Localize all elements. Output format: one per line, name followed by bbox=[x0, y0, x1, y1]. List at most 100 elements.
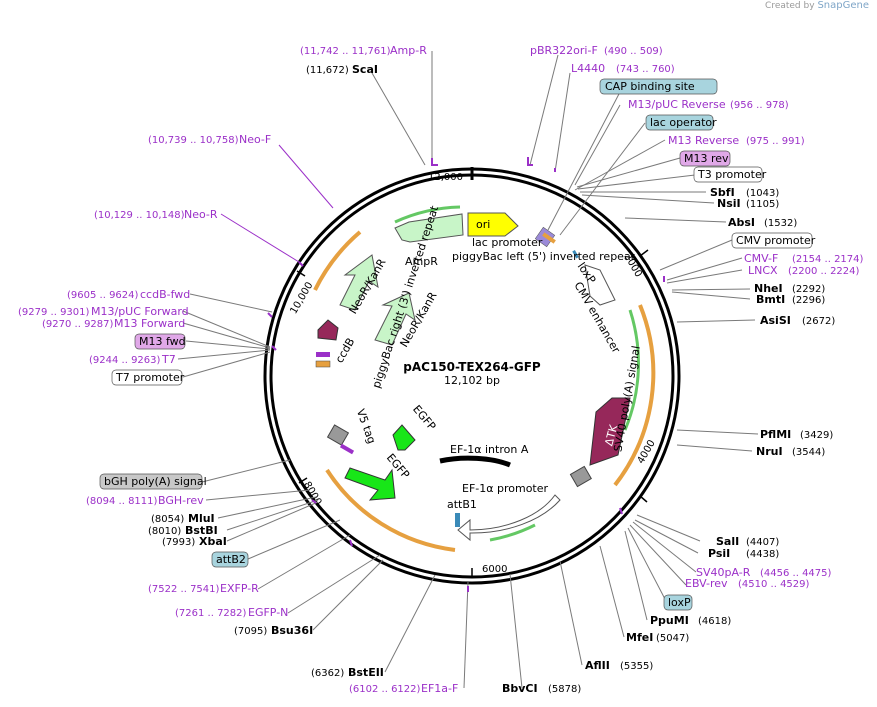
t7-promoter-box bbox=[111, 369, 183, 386]
mfei-coord: (5047) bbox=[656, 633, 689, 644]
bgh-polya-box bbox=[99, 473, 203, 490]
bstbi-coord: (8010) bbox=[148, 526, 181, 537]
tick-8000: 8000 bbox=[301, 480, 323, 508]
egfp-label-1: EGFP bbox=[410, 403, 438, 433]
mlui-label: MluI bbox=[188, 512, 215, 525]
neo-r-label: Neo-R bbox=[184, 208, 218, 221]
m13-puc-fwd-label: M13/pUC Forward bbox=[91, 305, 189, 318]
aflii-coord: (5355) bbox=[620, 661, 653, 672]
lac-promoter-label: lac promoter bbox=[472, 236, 543, 249]
cmv-promoter-box bbox=[731, 232, 813, 249]
ori-label: ori bbox=[476, 218, 490, 231]
psii-coord: (4438) bbox=[746, 549, 779, 560]
bmti-coord: (2296) bbox=[792, 295, 825, 306]
scai-label: ScaI bbox=[352, 63, 378, 76]
bbvci-label: BbvCI bbox=[502, 682, 538, 695]
sbfi-label: SbfI bbox=[710, 186, 735, 199]
lncx-label: LNCX bbox=[748, 264, 778, 277]
m13-reverse-label: M13 Reverse bbox=[668, 134, 739, 147]
mlui-coord: (8054) bbox=[151, 514, 184, 525]
pflmi-label: PflMI bbox=[760, 428, 791, 441]
l4440-label: L4440 bbox=[571, 62, 605, 75]
attb1-label: attB1 bbox=[447, 498, 477, 511]
m13-fwd-label: M13 fwd bbox=[139, 335, 186, 348]
absi-label: AbsI bbox=[728, 216, 755, 229]
t7-coord: (9244 .. 9263) bbox=[89, 355, 161, 366]
lac-operator-label: lac operator bbox=[650, 116, 717, 129]
neo-r-coord: (10,129 .. 10,148) bbox=[94, 210, 185, 221]
bstbi-label: BstBI bbox=[185, 524, 218, 537]
sv40pa-r-coord: (4456 .. 4475) bbox=[760, 568, 832, 579]
aflii-label: AflII bbox=[585, 659, 610, 672]
sali-label: SalI bbox=[716, 535, 739, 548]
tick-12000: 12,000 bbox=[428, 172, 463, 183]
nrui-label: NruI bbox=[756, 445, 783, 458]
cap-site-label: CAP binding site bbox=[605, 80, 695, 93]
ef1a-promoter-label: EF-1α promoter bbox=[462, 482, 549, 495]
bsu36i-label: Bsu36I bbox=[271, 624, 313, 637]
orange-arc-egfp bbox=[325, 468, 456, 552]
primer-ampr-coord: (11,742 .. 11,761) bbox=[300, 46, 391, 57]
cmv-f-coord: (2154 .. 2174) bbox=[792, 254, 864, 265]
attb2-marker bbox=[326, 424, 350, 446]
primer-marks bbox=[267, 157, 665, 592]
ef1a-promoter-arrow bbox=[457, 494, 561, 542]
m13-puc-fwd-coord: (9279 .. 9301) bbox=[18, 307, 90, 318]
mfei-label: MfeI bbox=[626, 631, 653, 644]
exfp-r-label: EXFP-R bbox=[220, 582, 259, 595]
ccdb-fwd-label: ccdB-fwd bbox=[140, 288, 190, 301]
orange-arc-piggybac-right bbox=[313, 230, 362, 291]
pflmi-coord: (3429) bbox=[800, 430, 833, 441]
m13-fwd-box bbox=[134, 333, 186, 350]
piggybac-left-label: piggyBac left (5') inverted repeat bbox=[452, 250, 636, 263]
sv40-marker bbox=[569, 465, 592, 488]
attb2-box bbox=[211, 551, 249, 568]
primer-ampr-label: Amp-R bbox=[390, 44, 427, 57]
bsteii-coord: (6362) bbox=[311, 668, 344, 679]
m13-puc-rev-coord: (956 .. 978) bbox=[730, 100, 789, 111]
primer-leader-lines bbox=[220, 144, 334, 263]
ef1a-intron-arc bbox=[439, 455, 511, 468]
dtk-label: ΔTK bbox=[602, 422, 620, 447]
egfp-n-label: EGFP-N bbox=[248, 606, 288, 619]
green-arc-ampr bbox=[394, 205, 461, 224]
loxp-box-label: loxP bbox=[668, 596, 691, 609]
ef1a-f-coord: (6102 .. 6122) bbox=[349, 684, 421, 695]
m13-rev-box bbox=[679, 150, 731, 167]
m13-reverse-coord: (975 .. 991) bbox=[746, 136, 805, 147]
nhei-label: NheI bbox=[754, 282, 783, 295]
green-arc-cmv bbox=[623, 309, 640, 431]
cmv-f-label: CMV-F bbox=[744, 252, 778, 265]
asisi-label: AsiSI bbox=[760, 314, 791, 327]
neo-arrow-1 bbox=[339, 254, 379, 311]
asisi-coord: (2672) bbox=[802, 316, 835, 327]
ampr-label: AmpR bbox=[405, 255, 438, 268]
attb2-box-label: attB2 bbox=[216, 553, 246, 566]
exfp-r-coord: (7522 .. 7541) bbox=[148, 584, 220, 595]
neo-f-coord: (10,739 .. 10,758) bbox=[148, 135, 239, 146]
lncx-coord: (2200 .. 2224) bbox=[788, 266, 860, 277]
arc-features bbox=[313, 205, 656, 552]
ebv-rev-coord: (4510 .. 4529) bbox=[738, 579, 810, 590]
ebv-rev-label: EBV-rev bbox=[685, 577, 728, 590]
ppumi-label: PpuMI bbox=[650, 614, 689, 627]
bsu36i-coord: (7095) bbox=[234, 626, 267, 637]
plasmid-length: 12,102 bp bbox=[444, 374, 500, 387]
t7-marker-purple bbox=[316, 352, 330, 357]
m13-rev-label: M13 rev bbox=[684, 152, 729, 165]
ccdb-arrow bbox=[317, 319, 339, 341]
t3-promoter-box bbox=[693, 166, 763, 183]
v5-tag-label: V5 tag bbox=[354, 407, 379, 445]
xbai-label: XbaI bbox=[199, 535, 227, 548]
m13-puc-rev-label: M13/pUC Reverse bbox=[628, 98, 726, 111]
neo-f-label: Neo-F bbox=[239, 133, 271, 146]
egfp-arrow-1 bbox=[392, 424, 416, 451]
plasmid-name: pAC150-TEX264-GFP bbox=[403, 360, 541, 374]
loxp-box bbox=[663, 594, 693, 611]
bgh-rev-label: BGH-rev bbox=[158, 494, 204, 507]
v5-marker bbox=[339, 443, 355, 455]
ef1a-f-label: EF1a-F bbox=[421, 682, 458, 695]
ppumi-coord: (4618) bbox=[698, 616, 731, 627]
bmti-label: BmtI bbox=[756, 293, 785, 306]
ampr-arrow bbox=[394, 213, 464, 243]
